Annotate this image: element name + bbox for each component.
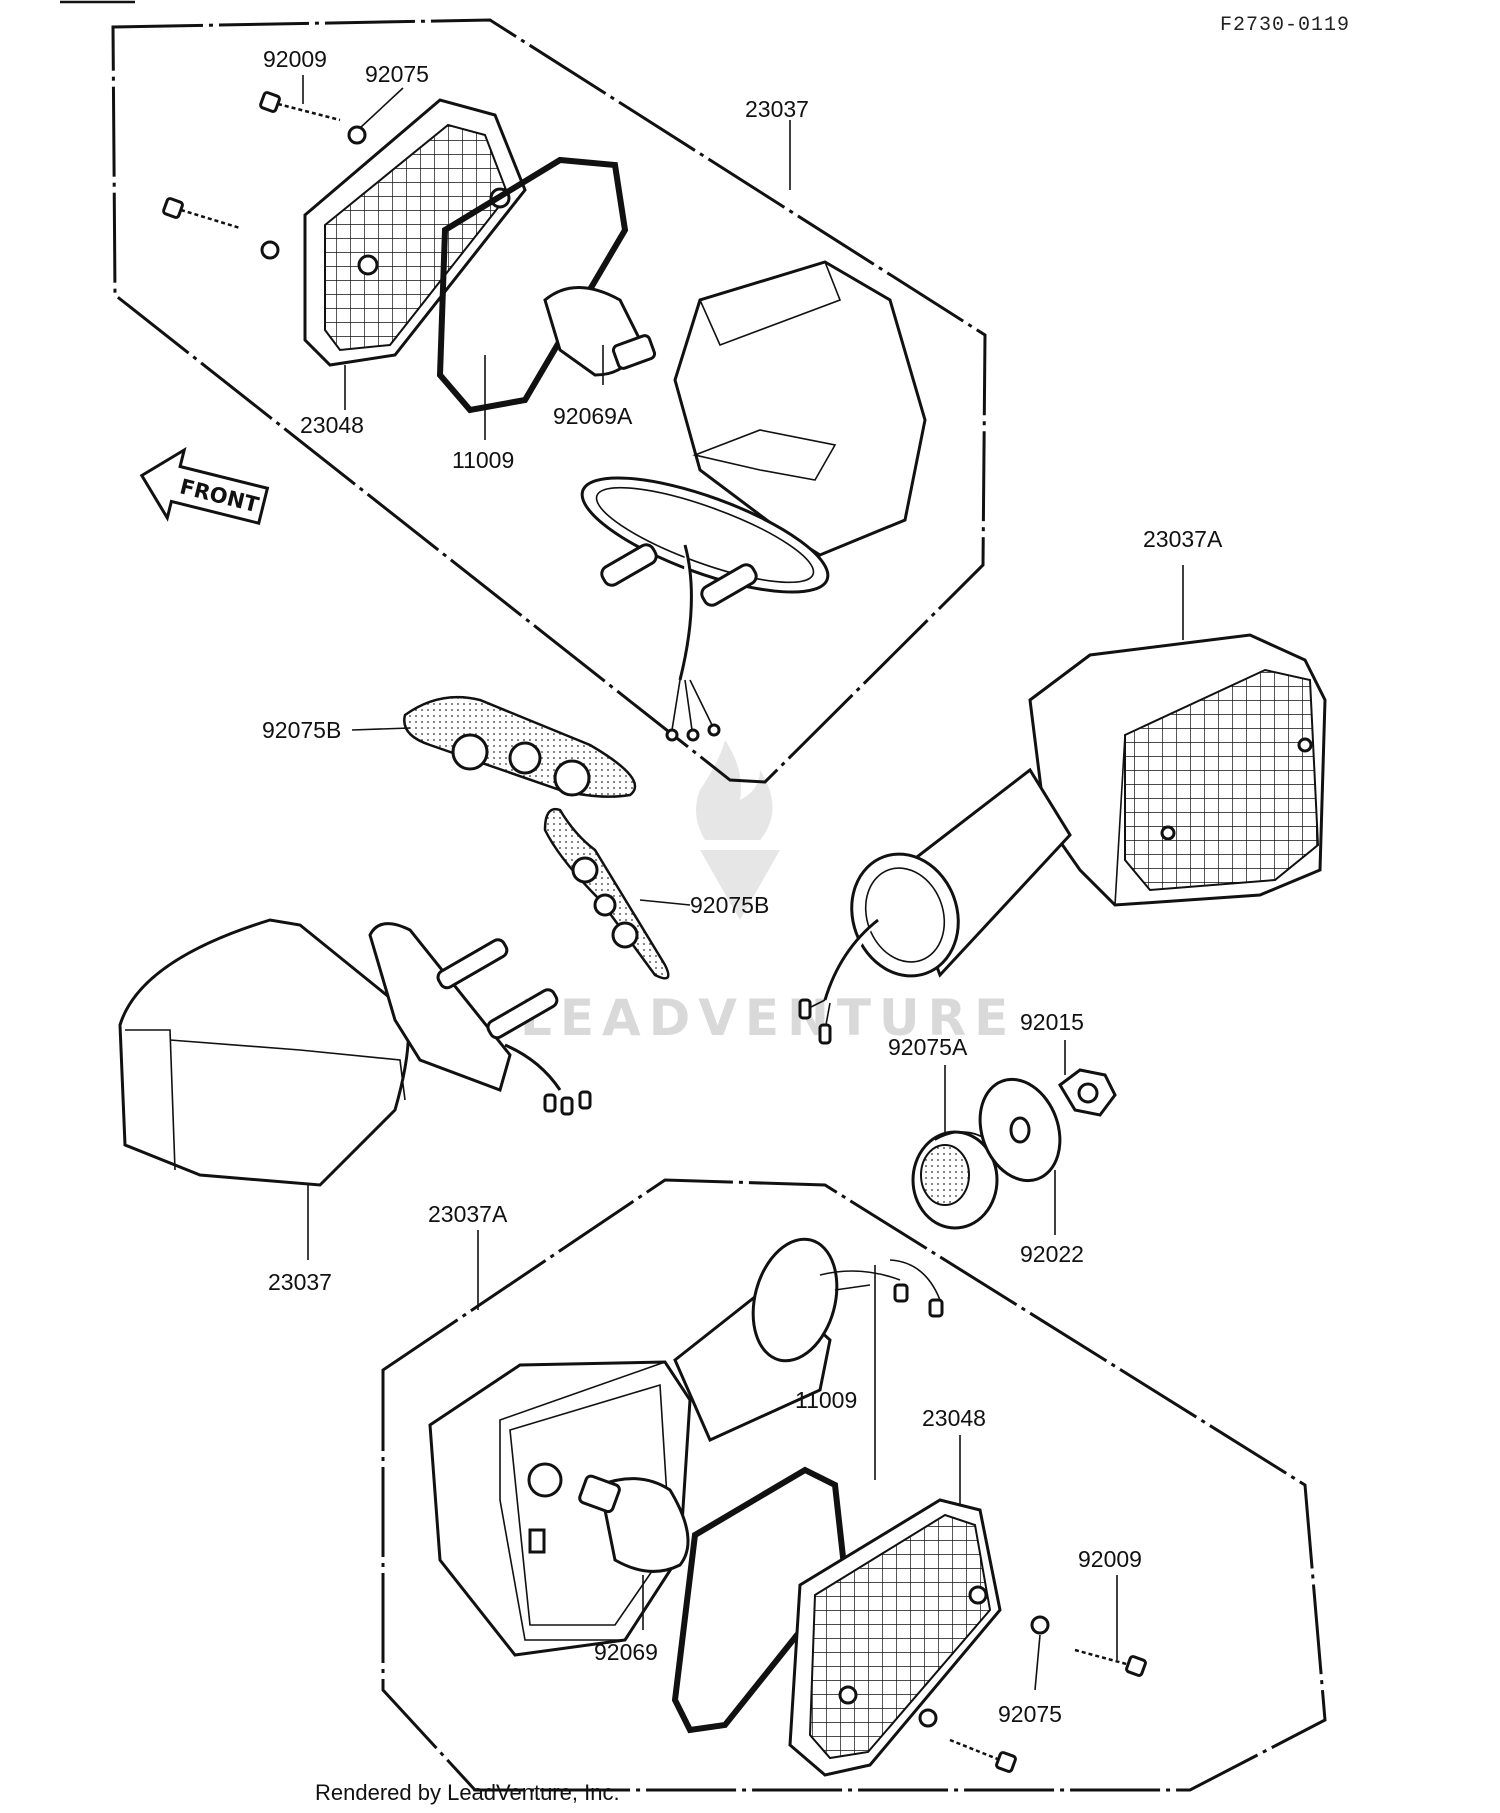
label-23048-bottom: 23048 [922, 1405, 986, 1431]
washer-bottom-lower [918, 1708, 938, 1728]
lens-23048-bottom [788, 1498, 1002, 1777]
washer-92075-top [347, 125, 367, 145]
bulb-92069 [578, 1474, 690, 1573]
label-23048-top: 23048 [300, 412, 364, 438]
assembly-boundary-bottom [381, 1178, 1327, 1792]
label-23037A-right: 23037A [1143, 526, 1223, 552]
front-arrow-icon: FRONT [139, 446, 270, 526]
footer-credit: Rendered by LeadVenture, Inc. [315, 1780, 620, 1805]
ref-code: F2730-0119 [1220, 14, 1350, 37]
label-92075-top: 92075 [365, 61, 429, 87]
washer-top-lower [260, 240, 280, 260]
gasket-11009-bottom [671, 1466, 849, 1734]
assembly-boundary-top [111, 18, 987, 784]
signal-23037A-right [798, 633, 1327, 1045]
gasket-92075B-upper [403, 695, 637, 798]
watermark: LEADVENTURE [520, 740, 1016, 1047]
label-11009-top: 11009 [452, 447, 514, 473]
lens-23048-top [303, 98, 527, 367]
label-23037A-bottom: 23037A [428, 1201, 508, 1227]
label-92022: 92022 [1020, 1241, 1084, 1267]
label-23037-left: 23037 [268, 1269, 332, 1295]
screw-top-lower [162, 197, 241, 230]
label-92015: 92015 [1020, 1009, 1084, 1035]
washer-92022 [978, 1077, 1062, 1183]
label-92075-bottom: 92075 [998, 1701, 1062, 1727]
signal-23037-left [118, 918, 592, 1187]
housing-23037A-bottom [428, 1237, 944, 1657]
screw-92009-bottom [1074, 1648, 1147, 1677]
housing-23037-top [580, 260, 927, 742]
label-92075B-upper: 92075B [262, 717, 341, 743]
label-92075B-lower: 92075B [690, 892, 769, 918]
screw-92009-top [259, 91, 341, 122]
screw-bottom-lower [949, 1738, 1017, 1773]
label-92009-bottom: 92009 [1078, 1546, 1142, 1572]
label-92009-top: 92009 [263, 46, 327, 72]
label-11009-bottom: 11009 [795, 1387, 857, 1413]
washer-92075-bottom [1030, 1615, 1050, 1635]
gasket-92075B-lower [543, 807, 670, 980]
grommet-92075A [911, 1130, 1001, 1230]
label-92075A: 92075A [888, 1034, 968, 1060]
label-23037-top: 23037 [745, 96, 809, 122]
leader-lines [302, 75, 1184, 1691]
watermark-text: LEADVENTURE [520, 989, 1016, 1047]
label-92069: 92069 [594, 1639, 658, 1665]
bulb-92069A [543, 286, 657, 377]
label-92069A: 92069A [553, 403, 633, 429]
nut-92015 [1058, 1068, 1117, 1117]
